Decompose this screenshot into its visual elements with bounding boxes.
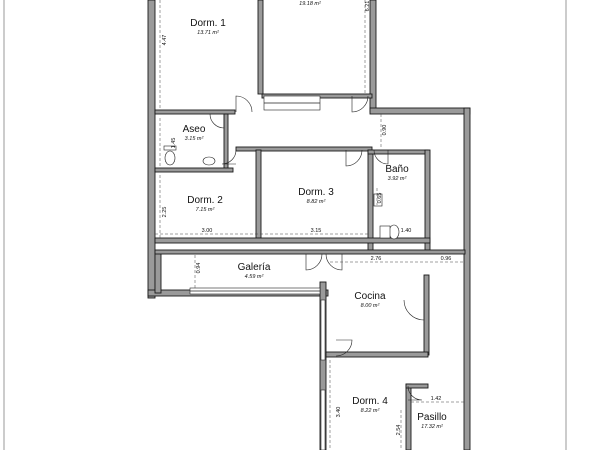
room-cocina: Cocina 8.00 m²: [354, 291, 386, 309]
room-area: 3.15 m²: [185, 136, 204, 142]
room-area: 13.71 m²: [197, 30, 219, 36]
room-name: Dorm. 1: [190, 18, 226, 29]
dimension-lines: [155, 0, 464, 450]
dimension-label: 3.15: [311, 228, 322, 234]
dimension-labels: 4.47 6.21 1.45 0.90 2.25 3.00 3.15 0.65 …: [162, 1, 451, 436]
dimension-label: 6.21: [365, 1, 371, 12]
dimension-label: 2.25: [162, 207, 168, 218]
exterior-walls: [147, 0, 471, 450]
room-area: 4.59 m²: [245, 274, 264, 280]
room-area: 8.82 m²: [307, 199, 326, 205]
room-name: Aseo: [183, 124, 206, 135]
dimension-label: 1.40: [401, 228, 412, 234]
dimension-label: 1.42: [431, 396, 442, 402]
dimension-label: 4.47: [162, 35, 168, 46]
room-bano: Baño 3.92 m²: [385, 164, 409, 182]
dimension-label: 2.76: [371, 256, 382, 262]
dimension-label: 0.90: [382, 125, 388, 136]
room-area: 3.92 m²: [388, 176, 407, 182]
room-galeria: Galería 4.59 m²: [238, 262, 271, 280]
dimension-label: 1.45: [171, 138, 177, 149]
page-frame: [3, 0, 567, 450]
room-top: 19.18 m²: [299, 1, 321, 7]
room-area: 17.32 m²: [421, 424, 443, 430]
room-area: 8.00 m²: [361, 303, 380, 309]
room-dorm-2: Dorm. 2 7.15 m²: [187, 195, 223, 213]
doors: [209, 95, 425, 401]
room-pasillo: Pasillo 17.32 m²: [417, 412, 447, 430]
room-name: Dorm. 4: [352, 396, 388, 407]
room-aseo: Aseo 3.15 m²: [183, 124, 206, 142]
room-name: Galería: [238, 262, 271, 273]
interior-walls: [154, 0, 466, 450]
room-name: Dorm. 2: [187, 195, 223, 206]
dimension-label: 3.00: [202, 228, 213, 234]
dimension-label: 0.96: [441, 256, 452, 262]
dimension-label: 2.54: [396, 425, 402, 436]
room-area: 19.18 m²: [299, 1, 321, 7]
room-name: Baño: [385, 164, 409, 175]
dimension-label: 3.40: [336, 407, 342, 418]
room-dorm-1: Dorm. 1 13.71 m²: [190, 18, 226, 36]
room-area: 7.15 m²: [196, 207, 215, 213]
room-name: Pasillo: [417, 412, 447, 423]
room-name: Cocina: [354, 291, 386, 302]
room-area: 8.22 m²: [361, 408, 380, 414]
windows: [189, 95, 326, 450]
room-dorm-4: Dorm. 4 8.22 m²: [352, 396, 388, 414]
room-name: Dorm. 3: [298, 187, 334, 198]
dimension-label: 0.65: [377, 193, 383, 204]
bathroom-fixtures: [163, 145, 400, 240]
room-dorm-3: Dorm. 3 8.82 m²: [298, 187, 334, 205]
dimension-label: 0.94: [196, 263, 202, 274]
